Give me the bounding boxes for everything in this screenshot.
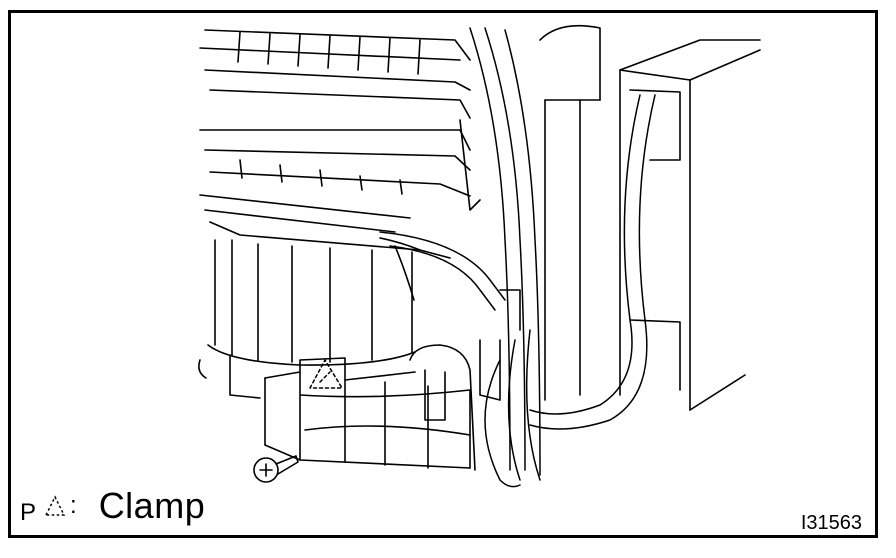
clamp-marker-icon [309,359,343,389]
legend: P : Clamp [20,478,205,534]
right-housing [539,24,761,411]
legend-separator: : [70,492,77,519]
duct-grille [199,29,481,233]
dashed-triangle-icon [44,495,66,516]
wire-harness [379,27,656,488]
connector-assembly [264,289,521,471]
figure-id: I31563 [800,512,862,534]
legend-prefix: P [20,499,37,526]
screw [253,455,299,483]
diagram-frame [8,10,878,538]
legend-label: Clamp [98,485,206,526]
